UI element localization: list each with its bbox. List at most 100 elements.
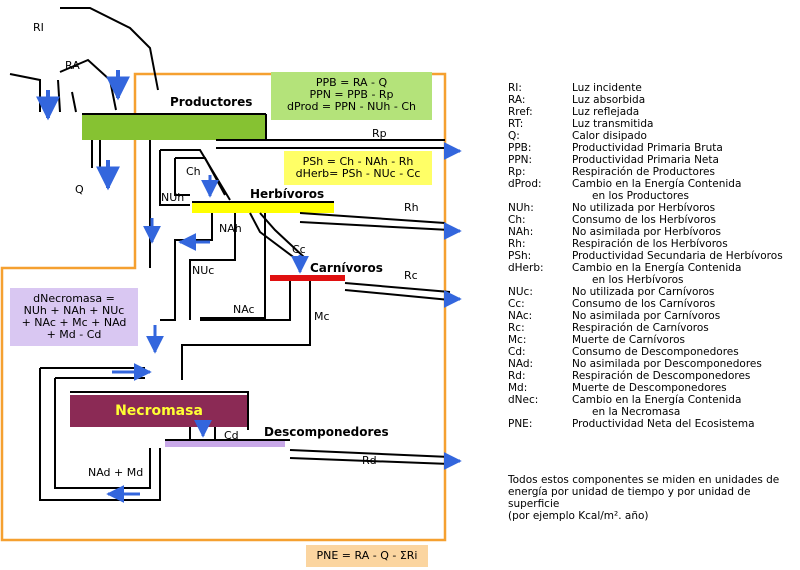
compartment-carnivoros: Carnívoros <box>310 261 383 275</box>
legend-desc: No utilizada por Carnívoros <box>572 286 715 298</box>
legend-row: Ch: Consumo de los Herbívoros <box>508 214 783 226</box>
legend-row: en los Productores <box>508 190 783 202</box>
legend-abbr: Cd: <box>508 346 526 358</box>
legend-abbr <box>508 406 572 418</box>
legend-row: NUc:No utilizada por Carnívoros <box>508 286 783 298</box>
legend-desc: Luz reflejada <box>572 106 640 118</box>
label-q: Q <box>75 183 84 196</box>
legend-abbr: Cc: <box>508 298 525 310</box>
legend-row: dNec: Cambio en la Energía Contenida <box>508 394 783 406</box>
label-ch: Ch <box>186 165 201 178</box>
legend-abbr <box>508 190 572 202</box>
legend-abbr: PPN: <box>508 154 533 166</box>
legend-row: Rp:Respiración de Productores <box>508 166 783 178</box>
compartment-necromasa: Necromasa <box>115 403 203 419</box>
legend-abbr: dProd: <box>508 178 542 190</box>
legend-desc: Productividad Neta del Ecosistema <box>572 418 755 430</box>
legend-desc: Consumo de los Herbívoros <box>572 214 717 226</box>
legend-desc: Cambio en la Energía Contenida <box>572 262 742 274</box>
eq-herb-line: dHerb= PSh - NUc - Cc <box>295 167 421 180</box>
necromasa-box <box>70 395 248 427</box>
legend-row: RT: Luz transmitida <box>508 118 783 130</box>
eq-necro-line: dNecromasa = <box>33 292 115 305</box>
legend-abbr: dNec: <box>508 394 539 406</box>
eq-prod-line: PPN = PPB - Rp <box>309 88 394 101</box>
label-mc: Mc <box>314 310 330 323</box>
legend-desc: en la Necromasa <box>572 406 681 418</box>
compartment-descomponedores: Descomponedores <box>264 425 389 439</box>
legend-row: NAd:No asimilada por Descomponedores <box>508 358 783 370</box>
descomponedores-flow-lines <box>165 439 451 465</box>
legend-abbr: Rd: <box>508 370 526 382</box>
legend-abbr: Rp: <box>508 166 526 178</box>
legend-desc: Muerte de Descomponedores <box>572 382 727 394</box>
legend-row: NUh: No utilizada por Herbívoros <box>508 202 783 214</box>
label-cd: Cd <box>224 429 239 442</box>
legend-abbr: RT: <box>508 118 524 130</box>
legend-desc: Productividad Secundaria de Herbívoros <box>572 250 783 262</box>
legend-desc: Luz transmitida <box>572 118 654 130</box>
light-arrows <box>36 70 130 191</box>
legend-row: PPB:Productividad Primaria Bruta <box>508 142 783 154</box>
legend-row: NAc:No asimilada por Carnívoros <box>508 310 783 322</box>
legend-abbr: NAc: <box>508 310 533 322</box>
legend-row: RI: Luz incidente <box>508 82 783 94</box>
legend-desc: en los Herbívoros <box>572 274 684 286</box>
label-rp: Rp <box>372 127 387 140</box>
label-rh: Rh <box>404 201 419 214</box>
carnivoros-bar <box>270 275 345 281</box>
legend-abbr: dHerb: <box>508 262 544 274</box>
legend-abbr: Mc: <box>508 334 527 346</box>
necromasa-flow-lines <box>39 367 216 501</box>
legend-desc: Calor disipado <box>572 130 647 142</box>
herbivore-flow-lines <box>160 212 451 321</box>
legend-desc: Respiración de Carnívoros <box>572 322 709 334</box>
legend-desc: Respiración de Descomponedores <box>572 370 751 382</box>
legend-row: dProd: Cambio en la Energía Contenida <box>508 178 783 190</box>
legend-desc: Consumo de Descomponedores <box>572 346 739 358</box>
eq-necro-line: + NAc + Mc + NAd <box>21 316 127 329</box>
legend-abbr: Rref: <box>508 106 533 118</box>
legend-desc: No utilizada por Herbívoros <box>572 202 716 214</box>
legend-desc: Luz incidente <box>572 82 642 94</box>
legend-desc: Luz absorbida <box>572 94 646 106</box>
legend-desc: Consumo de los Carnívoros <box>572 298 716 310</box>
eq-prod-line: PPB = RA - Q <box>315 76 388 89</box>
label-rc: Rc <box>404 269 418 282</box>
legend-row: Cd: Consumo de Descomponedores <box>508 346 783 358</box>
ecosystem-boundary <box>0 72 447 542</box>
legend-desc: Productividad Primaria Neta <box>572 154 719 166</box>
legend-row: Rc:Respiración de Carnívoros <box>508 322 783 334</box>
equation-pne: PNE = RA - Q - ΣRi <box>306 545 428 567</box>
label-nad-md: NAd + Md <box>88 466 144 479</box>
legend-row: Q:Calor disipado <box>508 130 783 142</box>
label-ri: RI <box>33 21 44 34</box>
legend-row: Cc: Consumo de los Carnívoros <box>508 298 783 310</box>
legend-row: NAh:No asimilada por Herbívoros <box>508 226 783 238</box>
label-rd: Rd <box>362 454 377 467</box>
legend-desc: Cambio en la Energía Contenida <box>572 394 742 406</box>
legend-desc: Cambio en la Energía Contenida <box>572 178 742 190</box>
compartment-productores: Productores <box>170 95 253 109</box>
equation-productores: PPB = RA - Q PPN = PPB - Rp dProd = PPN … <box>271 72 432 120</box>
legend-desc: No asimilada por Herbívoros <box>572 226 721 238</box>
label-nah: NAh <box>219 222 242 235</box>
legend-abbr: Ch: <box>508 214 526 226</box>
legend-row: RA:Luz absorbida <box>508 94 783 106</box>
equation-herbivoros: PSh = Ch - NAh - Rh dHerb= PSh - NUc - C… <box>284 151 432 185</box>
legend-row: PNE: Productividad Neta del Ecosistema <box>508 418 783 430</box>
legend-abbr: PNE: <box>508 418 533 430</box>
legend-abbr <box>508 274 572 286</box>
legend-row: en la Necromasa <box>508 406 783 418</box>
legend-row: Rh:Respiración de los Herbívoros <box>508 238 783 250</box>
legend-abbr: Rh: <box>508 238 526 250</box>
legend-abbr: Md: <box>508 382 528 394</box>
legend-abbr: NUh: <box>508 202 534 214</box>
compartment-herbivoros: Herbívoros <box>250 187 325 201</box>
legend-row: Md: Muerte de Descomponedores <box>508 382 783 394</box>
legend-row: Rref: Luz reflejada <box>508 106 783 118</box>
descomponedores-bar <box>165 441 285 447</box>
legend-desc: Productividad Primaria Bruta <box>572 142 723 154</box>
legend-abbr: RI: <box>508 82 522 94</box>
